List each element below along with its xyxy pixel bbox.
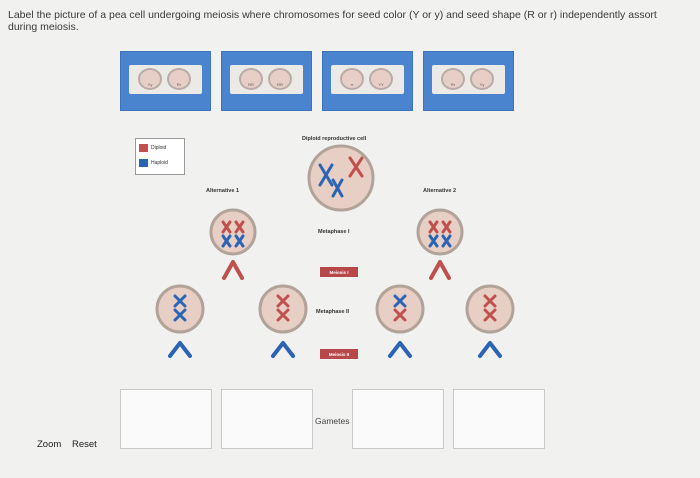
legend-swatch (139, 158, 148, 167)
metaphase-1-label: Metaphase I (318, 229, 350, 235)
legend-label: Diploid (151, 144, 167, 151)
zoom-button[interactable]: Zoom (37, 439, 62, 450)
drop-target-3[interactable] (352, 389, 444, 449)
cell-allele-label: YY (378, 82, 384, 87)
drop-target-4[interactable] (453, 389, 545, 449)
alt1-gamete-cell-right (258, 284, 308, 334)
instructions-text: Label the picture of a pea cell undergoi… (8, 9, 657, 33)
meiosis-2-label: Meiosis II (320, 349, 358, 359)
legend-swatch (139, 143, 148, 152)
alt1-gamete-cell-left (155, 284, 205, 334)
reset-button[interactable]: Reset (72, 439, 97, 450)
legend-label: Haploid (151, 159, 168, 166)
cell-allele-label: Yy (147, 82, 153, 87)
drag-card-3[interactable]: rr YY (322, 51, 413, 111)
card-image: rr YY (331, 65, 404, 94)
legend-item-haploid: Haploid (139, 158, 168, 167)
parent-cell (307, 144, 375, 212)
drag-card-2[interactable]: RR RR (221, 51, 312, 111)
gametes-label: Gametes (315, 416, 350, 426)
alt2-gamete-cell-right (465, 284, 515, 334)
meiosis-1-label: Meiosis I (320, 267, 358, 277)
legend: Diploid Haploid (135, 138, 185, 175)
cell-allele-label: Rr (450, 82, 456, 87)
card-image: Yy Rr (129, 65, 202, 94)
legend-item-diploid: Diploid (139, 143, 166, 152)
card-image: Rr Yy (432, 65, 505, 94)
alt2-gamete-cell-left (375, 284, 425, 334)
cell-allele-label: Rr (176, 82, 182, 87)
alternative-1-label: Alternative 1 (206, 188, 240, 194)
cell-icon: YY (369, 68, 393, 90)
drop-target-1[interactable] (120, 389, 212, 449)
cell-icon: RR (268, 68, 292, 90)
card-image: RR RR (230, 65, 303, 94)
cell-icon: Rr (167, 68, 191, 90)
cell-allele-label: RR (248, 82, 254, 87)
cell-allele-label: RR (277, 82, 283, 87)
cell-icon: Rr (441, 68, 465, 90)
metaphase-2-label: Metaphase II (316, 309, 350, 315)
alt2-metaphase-cell (416, 208, 464, 256)
cell-icon: Yy (138, 68, 162, 90)
drag-card-4[interactable]: Rr Yy (423, 51, 514, 111)
alternative-2-label: Alternative 2 (423, 188, 457, 194)
drop-target-2[interactable] (221, 389, 313, 449)
cell-allele-label: Yy (479, 82, 485, 87)
cell-icon: rr (340, 68, 364, 90)
cell-icon: RR (239, 68, 263, 90)
drag-card-1[interactable]: Yy Rr (120, 51, 211, 111)
alt1-metaphase-cell (209, 208, 257, 256)
diagram-title: Diploid reproductive cell (302, 136, 367, 142)
cell-icon: Yy (470, 68, 494, 90)
cell-allele-label: rr (350, 82, 354, 87)
